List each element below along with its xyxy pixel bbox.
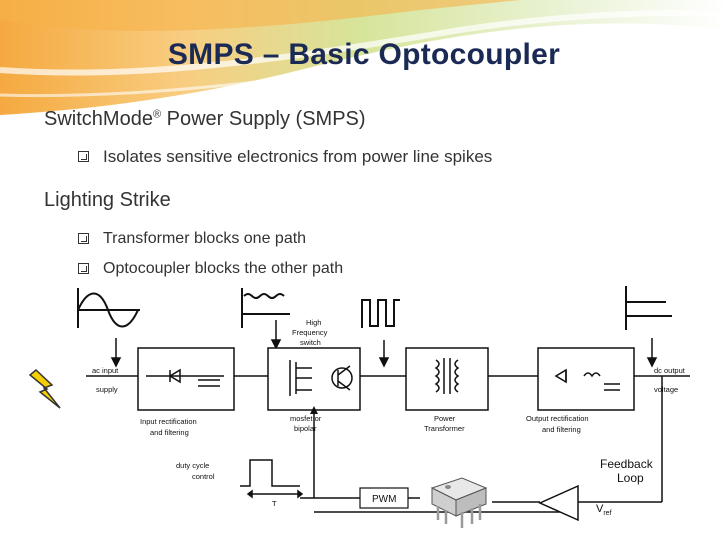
bullet-isolates: Isolates sensitive electronics from powe… — [78, 147, 492, 167]
mosfet-label-1: mosfet or — [290, 414, 322, 423]
comparator-icon — [538, 484, 579, 522]
output-rectification-block — [537, 347, 635, 411]
bullet-transformer: Transformer blocks one path — [78, 230, 306, 248]
mosfet-label-2: bipolar — [294, 424, 317, 433]
checkbox-bullet-icon — [78, 150, 89, 162]
high-freq-label-1: High — [306, 318, 321, 327]
bullet-text: Transformer blocks one path — [103, 230, 307, 247]
supply-label: supply — [96, 385, 118, 394]
slide-title: SMPS – Basic Optocoupler — [167, 38, 561, 71]
bullet-optocoupler: Optocoupler blocks the other path — [78, 260, 343, 278]
input-rectification-block — [137, 347, 235, 411]
pwm-label: PWM — [372, 494, 396, 505]
period-t-label: T — [272, 499, 277, 508]
voltage-label: voltage — [654, 385, 678, 394]
output-rect-label-2: and filtering — [542, 425, 581, 434]
checkbox-bullet-icon — [78, 262, 89, 274]
high-frequency-switch-block — [267, 347, 361, 411]
bullet-text: Optocoupler blocks the other path — [103, 260, 344, 277]
high-freq-label-2: Frequency — [292, 328, 328, 337]
duty-cycle-label-1: duty cycle — [176, 461, 209, 470]
vref-main: V — [596, 503, 604, 515]
dc-output-label: dc output — [654, 366, 686, 375]
ripple-waveform-icon — [241, 288, 290, 328]
registered-mark: ® — [152, 108, 162, 121]
background-swoosh — [0, 0, 728, 120]
vref-label: Vref — [596, 503, 612, 517]
pwm-block — [359, 487, 409, 509]
section-smps-text: SwitchMode — [44, 108, 153, 130]
section-lighting: Lighting Strike — [44, 189, 171, 211]
ac-input-label: ac input — [92, 366, 119, 375]
feedback-label-2: Loop — [617, 471, 644, 485]
high-freq-label-3: switch — [300, 338, 321, 347]
vref-subscript: ref — [603, 510, 611, 517]
feedback-label-1: Feedback — [600, 457, 654, 471]
ac-waveform-icon — [77, 288, 140, 328]
duty-cycle-waveform-icon — [240, 459, 304, 499]
power-transformer-block — [405, 347, 489, 411]
power-label-2: Transformer — [424, 424, 465, 433]
checkbox-bullet-icon — [78, 232, 89, 244]
output-rect-label-1: Output rectification — [526, 414, 589, 423]
power-label-1: Power — [434, 414, 456, 423]
input-rect-label-2: and filtering — [150, 428, 189, 437]
section-smps: SwitchMode® Power Supply (SMPS) — [44, 108, 366, 131]
lightning-icon — [26, 368, 64, 412]
bullet-text: Isolates sensitive electronics from powe… — [103, 147, 493, 166]
section-smps-rest: Power Supply (SMPS) — [161, 108, 366, 130]
dc-waveform-icon — [625, 286, 672, 330]
waveform-arrows — [110, 320, 658, 368]
square-waveform-icon — [361, 299, 400, 328]
optocoupler-chip-icon — [430, 477, 488, 528]
input-rect-label-1: Input rectification — [140, 417, 197, 426]
smps-block-diagram: ac input supply Input rectification and … — [26, 286, 690, 528]
duty-cycle-label-2: control — [192, 472, 215, 481]
